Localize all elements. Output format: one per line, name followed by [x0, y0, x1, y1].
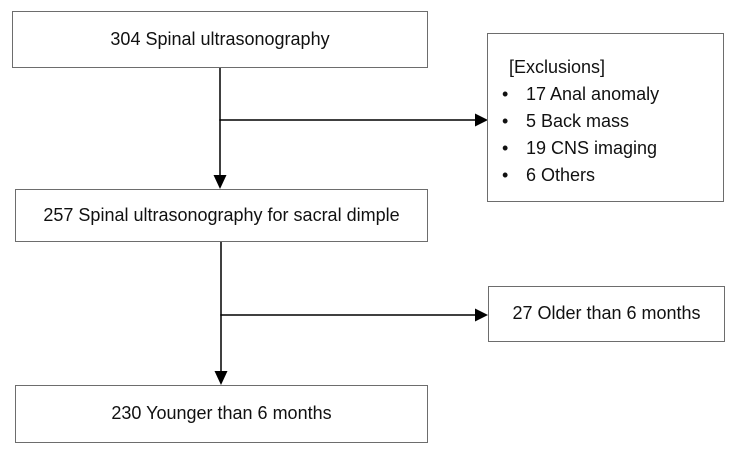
node-sacral-dimple-label: 257 Spinal ultrasonography for sacral di…: [43, 204, 400, 225]
exclusion-item-label: 5 Back mass: [526, 111, 630, 131]
exclusion-item: • 19 CNS imaging: [502, 135, 715, 162]
node-exclusions: [Exclusions] • 17 Anal anomaly • 5 Back …: [487, 33, 724, 202]
bullet-icon: •: [502, 84, 509, 104]
node-younger-than-6-months: 230 Younger than 6 months: [15, 385, 428, 443]
exclusion-item: • 5 Back mass: [502, 108, 715, 135]
exclusion-item-label: 19 CNS imaging: [526, 138, 658, 158]
node-older-than-6-months: 27 Older than 6 months: [488, 286, 725, 342]
exclusions-header: [Exclusions]: [509, 57, 606, 77]
exclusion-item: • 6 Others: [502, 162, 715, 189]
bullet-icon: •: [502, 165, 509, 185]
exclusion-item: • 17 Anal anomaly: [502, 81, 715, 108]
node-total-label: 304 Spinal ultrasonography: [110, 28, 330, 49]
arrowhead-down-to-bottom-icon: [214, 371, 228, 385]
node-younger-label: 230 Younger than 6 months: [111, 403, 332, 424]
exclusions-list: • 17 Anal anomaly • 5 Back mass • 19 CNS…: [502, 81, 715, 189]
exclusion-item-label: 17 Anal anomaly: [526, 84, 660, 104]
node-sacral-dimple-ultrasonography: 257 Spinal ultrasonography for sacral di…: [15, 189, 428, 242]
bullet-icon: •: [502, 111, 509, 131]
node-total-spinal-ultrasonography: 304 Spinal ultrasonography: [12, 11, 428, 68]
node-older-label: 27 Older than 6 months: [512, 303, 701, 324]
arrowhead-right-to-older-icon: [475, 308, 488, 322]
bullet-icon: •: [502, 138, 509, 158]
arrowhead-down-to-middle-icon: [213, 175, 227, 189]
exclusion-item-label: 6 Others: [526, 165, 596, 185]
